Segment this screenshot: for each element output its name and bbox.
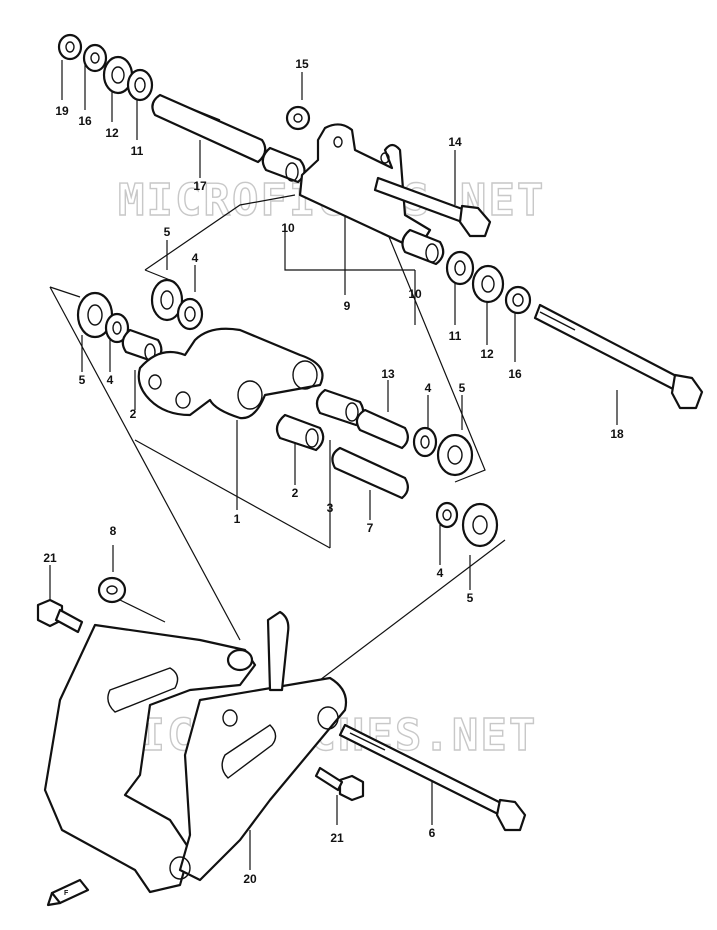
washer-4-left — [104, 312, 130, 344]
callout-15: 15 — [295, 57, 309, 71]
cushion-lever-1 — [137, 327, 324, 420]
bearing-10-right — [401, 228, 445, 266]
callout-21-lower: 21 — [330, 831, 344, 845]
lower-bracket-assembly — [36, 576, 527, 894]
callout-1: 1 — [234, 512, 241, 526]
bolt-21-lower — [314, 766, 344, 792]
bearing-2-lower — [275, 413, 325, 452]
callout-7: 7 — [367, 521, 374, 535]
seal-5-upper-left — [150, 278, 184, 322]
callout-5-upper: 5 — [164, 225, 171, 239]
callout-4-lower-right: 4 — [437, 566, 444, 580]
callout-5-left: 5 — [79, 373, 86, 387]
bracket-20-boss — [226, 648, 254, 672]
callout-19: 19 — [55, 104, 69, 118]
washer-11-right — [445, 250, 475, 286]
callout-11-right: 11 — [449, 329, 462, 343]
collar-16-right — [504, 285, 532, 315]
callout-13: 13 — [381, 367, 395, 381]
bolt-18-head — [670, 373, 704, 410]
seal-5-lower-right — [461, 502, 499, 548]
callout-14: 14 — [448, 135, 462, 149]
seal-12-right — [471, 264, 505, 304]
bearing-3 — [315, 388, 365, 427]
upper-shaft-assembly — [57, 33, 704, 410]
callout-20: 20 — [243, 872, 257, 886]
callout-17: 17 — [193, 179, 207, 193]
washer-4-right — [412, 426, 438, 458]
nut-8 — [97, 576, 127, 604]
washer-4-upper-left — [176, 297, 204, 331]
callout-8: 8 — [110, 524, 117, 538]
washer-11-upper — [126, 68, 154, 102]
callout-10-right: 10 — [408, 287, 422, 301]
nut-19 — [57, 33, 83, 61]
collar-16-upper — [82, 43, 108, 73]
nut-15 — [285, 105, 311, 131]
cushion-lever-assembly — [76, 278, 499, 548]
callout-16-upper: 16 — [78, 114, 92, 128]
bolt-6-head — [495, 798, 527, 832]
spacer-7 — [331, 446, 409, 500]
callout-6: 6 — [429, 826, 436, 840]
callout-12-upper: 12 — [105, 126, 119, 140]
callout-9: 9 — [344, 299, 351, 313]
bracket-20 — [43, 623, 257, 894]
seal-5-right — [436, 433, 474, 477]
callout-4-right: 4 — [425, 381, 432, 395]
bearing-10-left — [261, 146, 306, 184]
callout-18: 18 — [610, 427, 624, 441]
callout-3: 3 — [327, 501, 334, 515]
bracket-9 — [298, 123, 432, 252]
callout-5-right: 5 — [459, 381, 466, 395]
callout-4-upper: 4 — [192, 251, 199, 265]
callout-10-left: 10 — [281, 221, 295, 235]
callout-2-lower: 2 — [292, 486, 299, 500]
callout-21-upper: 21 — [43, 551, 57, 565]
callout-12-right: 12 — [480, 347, 494, 361]
callout-4-left: 4 — [107, 373, 114, 387]
bolt-21-upper — [54, 608, 84, 634]
callout-labels: 19 16 12 11 17 15 14 10 9 10 11 12 16 18… — [43, 57, 624, 886]
svg-text:F: F — [64, 890, 69, 897]
washer-4-lower-right — [435, 501, 459, 529]
guide-lines — [49, 60, 618, 870]
callout-11-upper: 11 — [131, 144, 144, 158]
bolt-21-lower-head — [338, 774, 365, 802]
shaft-17 — [151, 93, 267, 164]
bracket-20-plate — [178, 676, 348, 882]
callout-16-right: 16 — [508, 367, 522, 381]
front-direction-marker: F — [46, 878, 90, 907]
spacer-13 — [355, 408, 409, 450]
bolt-18 — [533, 303, 682, 392]
bracket-20-tab — [266, 610, 290, 692]
callout-2-left: 2 — [130, 407, 137, 421]
bolt-14-head — [458, 204, 492, 238]
callout-5-lower-right: 5 — [467, 591, 474, 605]
